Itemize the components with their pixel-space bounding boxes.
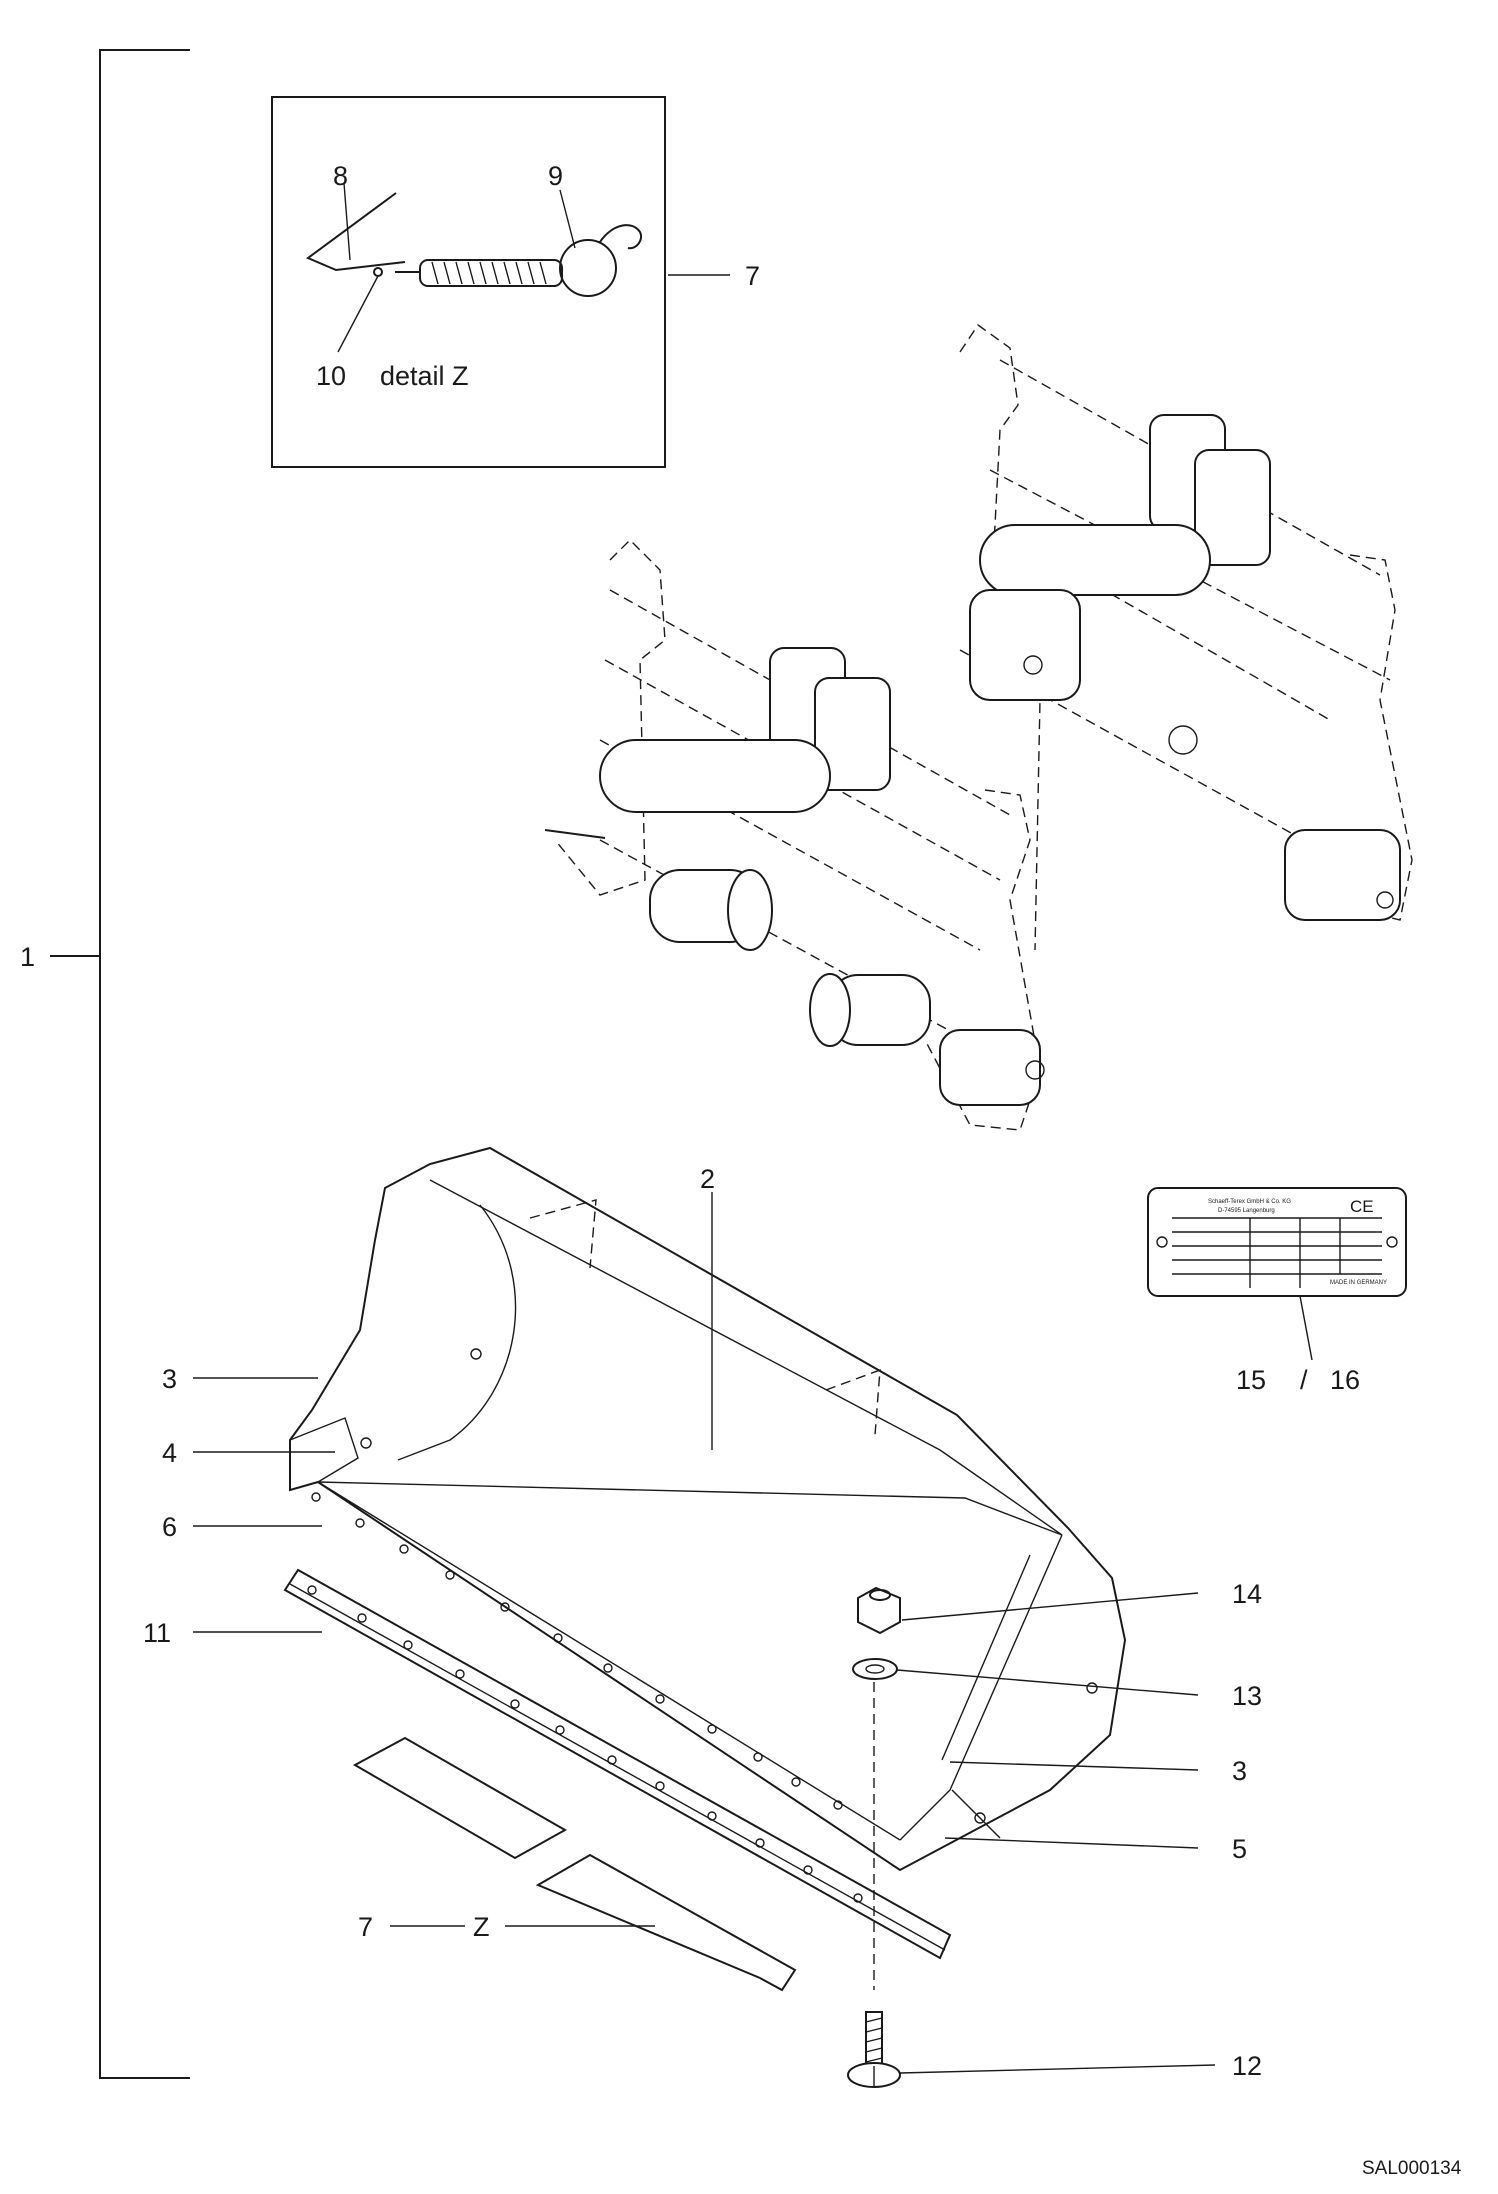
- callout-4: 4: [162, 1438, 177, 1468]
- name-plate: Schaeff-Terex GmbH & Co. KG D-74595 Lang…: [1147, 1187, 1407, 1395]
- callout-13: 13: [1232, 1681, 1262, 1711]
- leader-lines: [193, 1192, 1216, 2074]
- detail-z-box: 8 9 10 detail Z 7: [271, 96, 760, 468]
- callout-labels: 1 2 3 4 6 11 14 13 3 5 7 Z 12: [20, 942, 1262, 2081]
- callout-1: 1: [20, 942, 35, 972]
- callout-10: 10: [316, 361, 346, 391]
- plate-maker: Schaeff-Terex GmbH & Co. KG: [1208, 1199, 1291, 1205]
- lever-part: [306, 192, 406, 272]
- callout-8: 8: [333, 161, 348, 191]
- detail-z-label: detail Z: [380, 361, 469, 391]
- callout-11: 11: [143, 1618, 171, 1648]
- hex-nut-part: [857, 1586, 901, 1635]
- quick-hitch-frame-rear: [959, 324, 1413, 951]
- pin-part: [373, 267, 383, 277]
- plate-city: D-74595 Langenburg: [1218, 1208, 1275, 1214]
- callout-z: Z: [473, 1912, 490, 1942]
- callout-7-detail: 7: [745, 261, 760, 291]
- plate-made-in: MADE IN GERMANY: [1330, 1280, 1387, 1286]
- callout-15: 15: [1236, 1365, 1266, 1395]
- callout-3-right: 3: [1232, 1756, 1247, 1786]
- callout-16: 16: [1330, 1365, 1360, 1395]
- cutting-edge-blade: [283, 1568, 952, 1960]
- drawing-code: SAL000134: [1362, 2158, 1462, 2179]
- assembly-bracket: [50, 49, 190, 2079]
- callout-14: 14: [1232, 1579, 1262, 1609]
- callout-3-left: 3: [162, 1364, 177, 1394]
- callout-12: 12: [1232, 2051, 1262, 2081]
- ce-mark: CE: [1350, 1197, 1374, 1216]
- callout-6: 6: [162, 1512, 177, 1542]
- callout-7-z: 7: [358, 1912, 373, 1942]
- callout-slash: /: [1300, 1365, 1308, 1395]
- fasteners: [847, 1586, 901, 2088]
- quick-hitch-frame-front: [544, 539, 1045, 1131]
- edge-protector-covers: [352, 1736, 797, 1992]
- tension-spring-part: [395, 224, 642, 297]
- callout-9: 9: [548, 161, 563, 191]
- callout-2: 2: [700, 1164, 715, 1194]
- bucket: [289, 1146, 1127, 1872]
- washer-part: [852, 1658, 898, 1680]
- callout-5: 5: [1232, 1834, 1247, 1864]
